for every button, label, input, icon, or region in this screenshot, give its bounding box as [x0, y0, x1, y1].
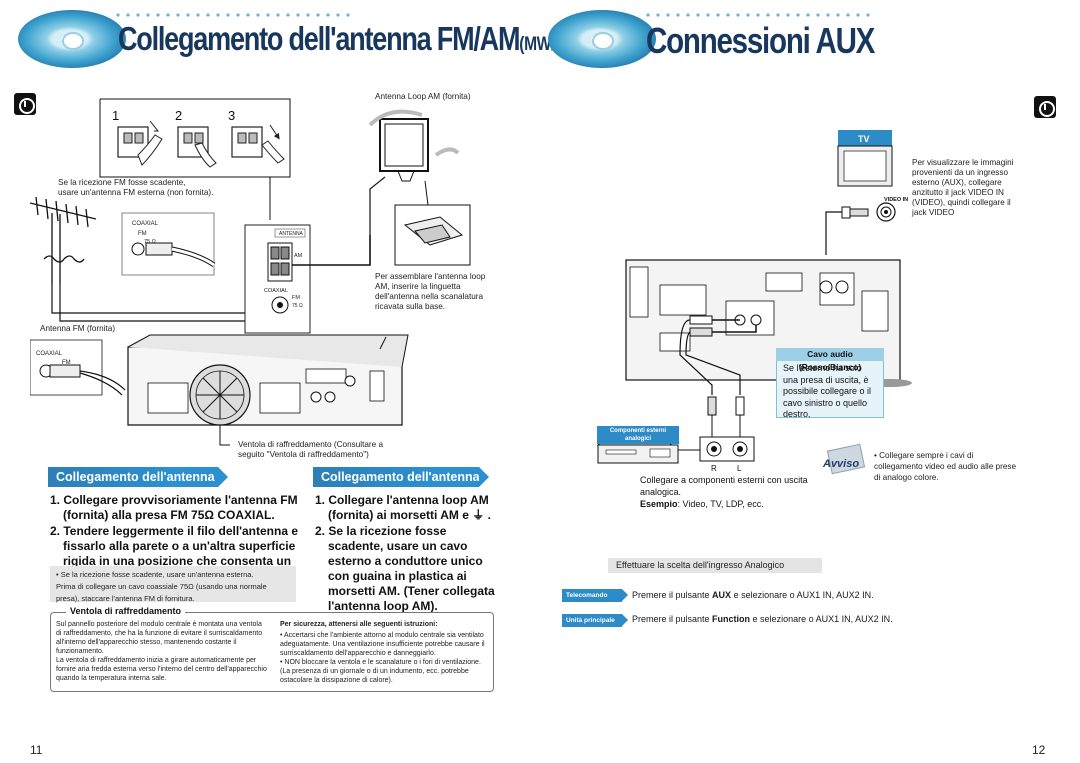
am-loop-antenna-image	[368, 109, 460, 235]
r-jack-label: R	[711, 464, 717, 473]
l-jack-label: L	[737, 464, 742, 473]
esempio-line: Esempio: Video, TV, LDP, ecc.	[640, 498, 810, 510]
tv-image: TV	[837, 130, 893, 187]
esempio-text: : Video, TV, LDP, ecc.	[677, 499, 764, 509]
am-loop-instruction-2: AM, inserire la linguetta	[375, 282, 461, 291]
step-number-2: 2	[175, 108, 182, 123]
disc-icon	[18, 10, 126, 68]
terminal-step-2-image	[177, 126, 217, 168]
tv-label: TV	[858, 134, 870, 144]
fm-note-box: • Se la ricezione fosse scadente, usare …	[50, 566, 296, 603]
am-label-panel: AM	[294, 253, 303, 259]
ohm-label-panel: 75 Ω	[292, 303, 303, 309]
remote-instruction: Premere il pulsante AUX e selezionare o …	[632, 590, 874, 600]
avviso-icon: Avviso	[823, 443, 867, 477]
terminal-step-1-image	[117, 120, 163, 166]
ventola-title: Ventola di raffreddamento	[66, 606, 186, 616]
coaxial-label-callout: COAXIAL	[132, 221, 159, 227]
ventola-left-text: Sul pannello posteriore del modulo centr…	[56, 621, 267, 682]
am-steps-list: 1. Collegare l'antenna loop AM (fornita)…	[315, 493, 500, 615]
ohm-label-callout: 75 Ω	[144, 239, 156, 245]
am-step-1: 1. Collegare l'antenna loop AM (fornita)…	[315, 493, 491, 522]
coaxial-label-panel: COAXIAL	[264, 288, 288, 294]
receiver-rear-panel-image	[127, 334, 409, 426]
page-number-left: 11	[30, 743, 43, 757]
fm-label-callout: FM	[138, 231, 147, 237]
fm-supplied-label: Antenna FM (fornita)	[40, 324, 115, 333]
remote-tag: Telecomando	[562, 589, 628, 602]
connect-text: Collegare a componenti esterni con uscit…	[640, 475, 808, 497]
fm-external-note-line1: Se la ricezione FM fosse scadente,	[58, 178, 185, 187]
language-icon-left	[14, 93, 36, 115]
cavo-audio-text: Se l'esterno ha solo una presa di uscita…	[783, 363, 872, 419]
am-loop-label: Antenna Loop AM (fornita)	[375, 92, 471, 101]
step-number-3: 3	[228, 108, 235, 123]
coaxial-label-supplied: COAXIAL	[36, 351, 63, 357]
am-section-header: Collegamento dell'antenna AM	[313, 467, 502, 487]
main-unit-instruction: Premere il pulsante Function e seleziona…	[632, 614, 893, 624]
aux-connection-diagram: TV VIDEO IN R L	[596, 130, 912, 473]
antenna-panel-label: ANTENNA	[279, 231, 304, 237]
ventola-right-item-1: • Accertarsi che l'ambiente attorno al m…	[280, 632, 485, 657]
page-title-left: Collegamento dell'antenna FM/AM(MW/LW)	[118, 20, 583, 57]
page-title-right: Connessioni AUX	[646, 20, 875, 61]
main-unit-tag: Unità principale	[562, 614, 628, 627]
fm-label-supplied: FM	[62, 360, 71, 366]
ventola-box	[50, 612, 494, 692]
avviso-text: • Collegare sempre i cavi di collegament…	[874, 451, 1017, 482]
am-loop-instruction-1: Per assemblare l'antenna loop	[375, 272, 486, 281]
fm-am-antenna-diagram: 1 2 3 Se la ricezione FM fosse scadente,…	[30, 92, 486, 446]
page-number-right: 12	[1032, 743, 1046, 757]
ventola-right-title: Per sicurezza, attenersi alle seguenti i…	[280, 621, 438, 628]
terminal-step-3-image	[231, 124, 285, 164]
cavo-audio-header: Cavo audio (Rosso/Bianco)	[776, 348, 884, 372]
esempio-label: Esempio	[640, 499, 678, 509]
fm-label-panel: FM	[292, 295, 300, 301]
left-title-block: Collegamento dell'antenna FM/AM(MW/LW)	[18, 8, 583, 68]
ventola-right-block: Per sicurezza, attenersi alle seguenti i…	[280, 620, 486, 685]
external-fm-antenna-image	[30, 196, 97, 285]
language-icon-right	[1034, 96, 1056, 118]
am-loop-instruction-3: dell'antenna nella scanalatura	[375, 292, 484, 301]
fan-label: Ventola di raffreddamento (Consultare a …	[238, 440, 384, 459]
connect-text-block: Collegare a componenti esterni con uscit…	[640, 474, 810, 510]
tv-note: Per visualizzare le immagini provenienti…	[912, 158, 1014, 217]
title-dots-decoration-right	[643, 12, 873, 18]
step-number-1: 1	[112, 108, 119, 123]
ventola-right-item-2: • NON bloccare la ventola e le scanalatu…	[280, 659, 481, 684]
title-dots-decoration	[113, 12, 353, 18]
external-components-tag: Componenti esterni analogici	[597, 426, 679, 444]
am-step-2: 2. Se la ricezione fosse scadente, usare…	[315, 524, 495, 613]
am-loop-instruction-4: ricavata sulla base.	[375, 302, 445, 311]
video-in-label: VIDEO IN	[884, 197, 908, 203]
disc-icon-right	[548, 10, 656, 68]
input-selection-bar: Effettuare la scelta dell'ingresso Analo…	[608, 558, 822, 573]
fm-step-1: 1. Collegare provvisoriamente l'antenna …	[50, 493, 298, 522]
fm-section-header: Collegamento dell'antenna FM	[48, 467, 236, 487]
cavo-audio-box: Cavo audio (Rosso/Bianco) Se l'esterno h…	[776, 348, 884, 419]
fm-external-note-line2: usare un'antenna FM esterna (non fornita…	[58, 188, 213, 197]
right-title-block: Connessioni AUX	[548, 8, 908, 68]
